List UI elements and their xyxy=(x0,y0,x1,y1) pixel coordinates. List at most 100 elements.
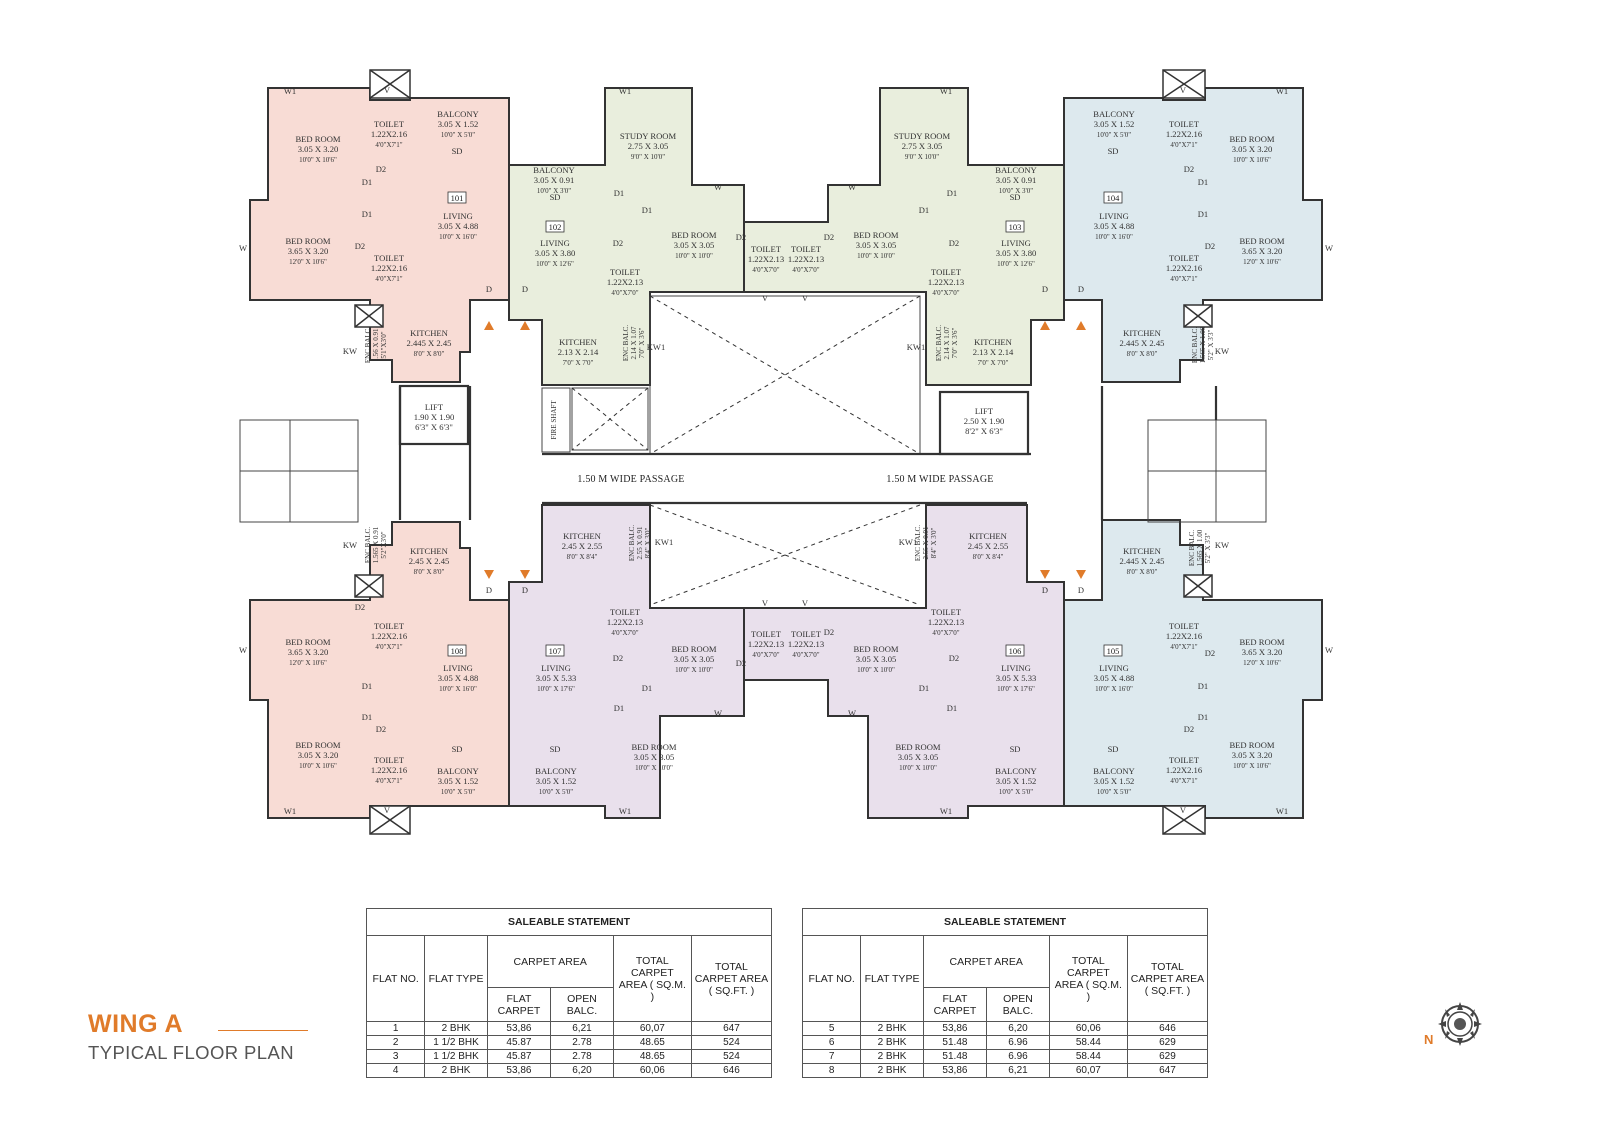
room-dim: 3.05 X 5.33 xyxy=(996,673,1037,683)
marker-door2: D2 xyxy=(355,602,365,612)
flat-number: 106 xyxy=(1009,646,1022,656)
room-name: BED ROOM xyxy=(671,230,716,240)
marker-door: D xyxy=(1042,585,1048,595)
room-imp: 8'0" X 8'0" xyxy=(1127,568,1158,576)
room-dim: 2.75 X 3.05 xyxy=(628,141,669,151)
room-name: KITCHEN xyxy=(563,531,602,541)
room-name: ENC BALC. xyxy=(935,325,943,361)
room-imp: 10'0" X 5'0" xyxy=(999,788,1033,796)
marker-ventilator: V xyxy=(762,293,769,303)
room-imp: 12'0" X 10'6" xyxy=(289,659,327,667)
room-imp: 4'0"X7'0" xyxy=(792,266,819,274)
marker-window: W xyxy=(1325,645,1333,655)
marker-door: D xyxy=(1078,585,1084,595)
room-dim: 3.65 X 3.20 xyxy=(1242,246,1283,256)
room-dim: 1.22X2.13 xyxy=(928,277,964,287)
cell-flat-no: 8 xyxy=(801,1063,862,1078)
flat-number: 102 xyxy=(549,222,562,232)
room-dim: 3.65 X 3.20 xyxy=(288,647,329,657)
header-total-sqft: TOTAL CARPET AREA ( SQ.FT. ) xyxy=(1126,935,1209,1022)
room-imp: 7'0" X 7'0" xyxy=(563,359,594,367)
plan-subtitle: TYPICAL FLOOR PLAN xyxy=(88,1042,294,1063)
marker-window1: W1 xyxy=(284,806,296,816)
marker-window: W xyxy=(848,182,856,192)
room-name: KITCHEN xyxy=(410,328,449,338)
room-name: KITCHEN xyxy=(969,531,1008,541)
room-name: STUDY ROOM xyxy=(894,131,951,141)
room-imp: 8'4" X 3'0" xyxy=(644,527,652,558)
room-dim: 3.05 X 4.88 xyxy=(438,221,479,231)
room-name: LIVING xyxy=(541,663,571,673)
room-name: LIVING xyxy=(1099,211,1129,221)
marker-window1: W1 xyxy=(284,86,296,96)
duct-left xyxy=(571,387,649,451)
lift-right-dim: 2.50 X 1.90 xyxy=(964,416,1005,426)
header-carpet-area: CARPET AREA xyxy=(922,935,1050,988)
room-dim: 1.22X2.13 xyxy=(788,254,824,264)
room-dim: 3.05 X 4.88 xyxy=(438,673,479,683)
room-name: TOILET xyxy=(791,244,822,254)
cell-total-sqft: 524 xyxy=(690,1049,773,1064)
cell-total-sqm: 60,06 xyxy=(1048,1021,1128,1036)
cell-total-sqft: 524 xyxy=(690,1035,773,1050)
room-imp: 10'0" X 3'0" xyxy=(999,187,1033,195)
marker-door: D xyxy=(1042,284,1048,294)
marker-door2: D2 xyxy=(355,241,365,251)
room-imp: 10'0" X 12'6" xyxy=(536,260,574,268)
marker-door: D xyxy=(522,284,528,294)
marker-ventilator: V xyxy=(384,85,391,95)
room-dim: 3.05 X 3.20 xyxy=(1232,750,1273,760)
flat-number: 107 xyxy=(549,646,562,656)
cell-total-sqft: 629 xyxy=(1126,1035,1209,1050)
room-imp: 10'0" X 10'0" xyxy=(635,764,673,772)
header-open-balc: OPEN BALC. xyxy=(986,987,1050,1022)
marker-kitchen-window1: KW1 xyxy=(655,537,673,547)
header-carpet-area: CARPET AREA xyxy=(486,935,614,988)
cell-flat-type: 2 BHK xyxy=(860,1021,924,1036)
room-imp: 4'0"X7'0" xyxy=(752,266,779,274)
cell-open-balc: 2.78 xyxy=(550,1049,614,1064)
room-name: BALCONY xyxy=(535,766,577,776)
marker-door1: D1 xyxy=(362,712,372,722)
marker-door1: D1 xyxy=(362,209,372,219)
room-imp: 4'0"X7'1" xyxy=(375,643,402,651)
room-name: TOILET xyxy=(1169,119,1200,129)
lift-right-label: LIFT xyxy=(975,406,994,416)
room-dim: 3.05 X 1.52 xyxy=(438,776,479,786)
statement-title: SALEABLE STATEMENT xyxy=(366,908,772,936)
header-total-sqm: TOTAL CARPET AREA ( SQ.M. ) xyxy=(612,935,692,1022)
room-dim: 2.55 X 0.91 xyxy=(636,526,644,560)
room-imp: 9'0" X 10'0" xyxy=(905,153,939,161)
room-imp: 5'2" X 3'3" xyxy=(1204,532,1212,563)
cell-flat-type: 2 BHK xyxy=(860,1063,924,1078)
room-dim: 1.22X2.16 xyxy=(371,631,408,641)
room-name: TOILET xyxy=(931,267,962,277)
room-name: STUDY ROOM xyxy=(620,131,677,141)
marker-window1: W1 xyxy=(940,806,952,816)
marker-window: W xyxy=(848,708,856,718)
marker-ventilator: V xyxy=(762,598,769,608)
cell-flat-no: 6 xyxy=(801,1035,862,1050)
saleable-statement-right: SALEABLE STATEMENT FLAT NO. FLAT TYPE CA… xyxy=(801,908,1209,1078)
marker-window: W xyxy=(1325,243,1333,253)
marker-door1: D1 xyxy=(947,703,957,713)
room-name: KITCHEN xyxy=(974,337,1013,347)
cell-open-balc: 6,21 xyxy=(986,1063,1050,1078)
room-dim: 1.22X2.13 xyxy=(607,617,643,627)
